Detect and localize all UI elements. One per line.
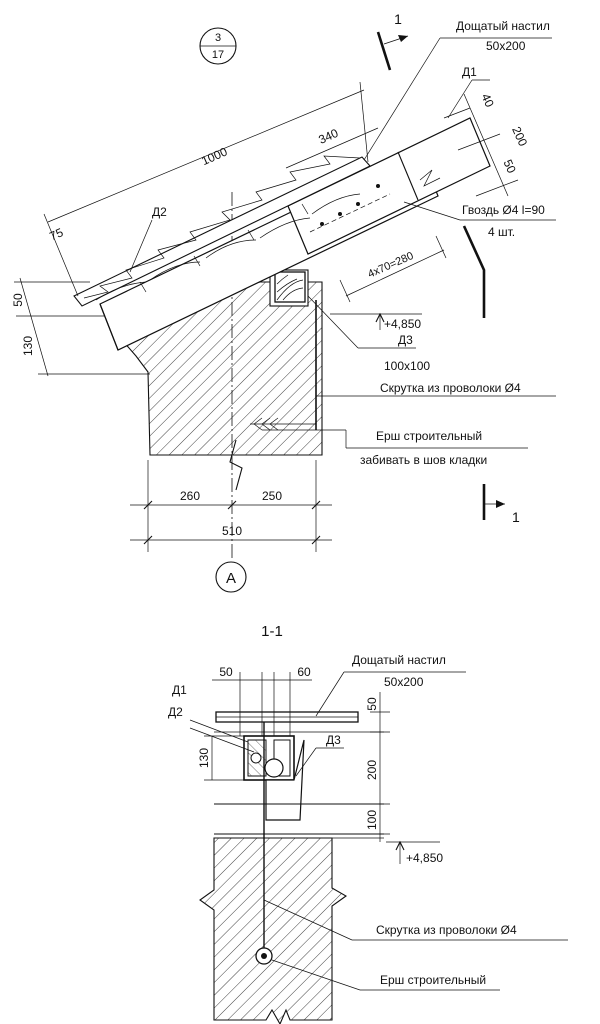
dim-250-label: 250 [262,489,282,503]
section-mark-top-label: 1 [394,11,402,27]
section-ruff [255,947,273,965]
section-d3-label: Д3 [326,733,341,747]
section-d1-label: Д1 [172,683,187,697]
section-decking-size: 50х200 [384,675,424,689]
section-decking [215,711,359,723]
d3-size: 100х100 [384,359,430,373]
dims-bottom: 260 250 510 [130,460,332,552]
section-dims-left: 130 [197,735,244,781]
decking-boards [73,155,371,307]
section-dim-100-right: 100 [365,810,379,830]
elevation-top-label: +4,850 [384,317,421,331]
section-decking-title: Дощатый настил [352,653,446,667]
dim-260-label: 260 [180,489,200,503]
section-beam-d3 [265,739,305,821]
ruff-arrows [250,417,316,431]
dim-75: 75 [47,225,65,243]
dim-510-label: 510 [222,524,242,538]
nail-points [309,184,391,233]
top-view: 3 17 1 1 [11,11,556,593]
d3-label: Д3 [398,333,413,347]
dim-50-right-label: 50 [501,157,519,175]
dim-40-label: 40 [479,91,497,109]
section-ruff-label: Ерш строительный [380,973,486,987]
sheet-ref-top: 3 [215,32,221,44]
section-bands [214,731,384,839]
dim-130-label: 130 [21,336,35,356]
d2-label: Д2 [152,205,167,219]
ruff-note: забивать в шов кладки [360,453,487,467]
rafter-d1 [287,117,491,255]
dims-left-cluster: 50 130 [11,277,150,377]
section-title: 1-1 [261,623,283,640]
d1-label: Д1 [462,65,477,79]
section-rafters [243,735,295,781]
nail-qty: 4 шт. [488,225,515,239]
section-masonry [199,837,348,1024]
elevation-marker-section: +4,850 [386,840,443,865]
ruff-title: Ерш строительный [376,429,482,443]
axis-label: А [226,570,236,587]
dim-200-label: 200 [509,124,530,148]
dim-1000-label: 1000 [199,144,229,168]
axis-marker-a: А [215,561,247,593]
dim-50-left-label: 50 [11,293,25,307]
section-dim-130-left: 130 [197,748,211,768]
sheet-ref-bottom: 17 [212,49,224,61]
section-d2-label: Д2 [168,705,183,719]
decking-title: Дощатый настил [456,19,550,33]
section-dims-right: 50 200 100 [365,692,390,842]
section-wire-twist-label: Скрутка из проволоки Ø4 [376,923,517,937]
dim-4x70-label: 4х70=280 [366,250,415,281]
dim-4x70: 4х70=280 [339,235,447,303]
section-dim-50-right: 50 [365,697,379,711]
beam-d3-section [274,271,306,303]
wire-twist-label: Скрутка из проволоки Ø4 [380,381,521,395]
section-cut-mark-top: 1 [376,11,409,71]
sheet-reference-marker: 3 17 [199,27,237,65]
section-dim-60-top: 60 [297,665,311,679]
section-view: 1-1 [168,623,568,1024]
section-dims-top: 50 60 [212,665,312,736]
section-elevation-label: +4,850 [406,851,443,865]
nail-label: Гвоздь Ø4 l=90 [462,203,545,217]
section-cut-mark-right: 1 [462,225,520,525]
decking-size: 50х200 [486,39,526,53]
callout-leaders [129,37,556,449]
section-dim-200-right: 200 [365,760,379,780]
section-leaders [189,671,568,991]
dim-75-label: 75 [47,225,65,243]
elevation-marker-top: +4,850 [330,312,422,331]
dim-340-label: 340 [316,126,340,147]
section-dim-50-top: 50 [219,665,233,679]
section-mark-right-label: 1 [512,509,520,525]
